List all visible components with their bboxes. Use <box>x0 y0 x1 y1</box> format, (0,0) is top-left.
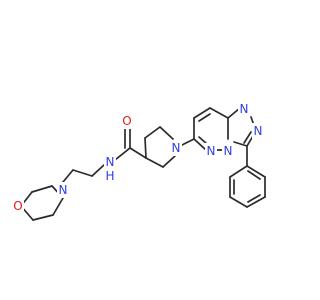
bond-piperidine-c6-c5 <box>145 157 164 168</box>
bond-pyridazine-n-c6-b <box>198 136 208 145</box>
bond-linker-n-c1 <box>62 169 74 183</box>
morpholine-nitrogen-label: N <box>59 183 68 197</box>
molecule-structure-svg: O N N H O N N N N N <box>12 101 266 221</box>
bond-pyridazine-n-c6-a <box>193 138 207 151</box>
bond-phenyl-1-2 <box>229 165 248 178</box>
amide-nitrogen-label: N <box>106 155 115 169</box>
molecule-structure-canvas: O N N H O N N N N N <box>12 101 266 221</box>
bond-layer <box>20 107 266 221</box>
bond-triazole-n2-c3-b <box>243 131 252 144</box>
bond-pyridazine-c4-c3 <box>209 107 229 119</box>
triazole-nitrogen-1-label: N <box>240 102 249 116</box>
morpholine-oxygen-label: O <box>13 199 22 213</box>
bond-phenyl-6-1 <box>246 165 266 178</box>
amide-oxygen-label: O <box>122 114 131 128</box>
bond-pyridazine-c5-c4-b <box>198 113 211 122</box>
piperidine-nitrogen-label: N <box>172 141 181 155</box>
bond-linker-c2-nh <box>91 164 105 177</box>
amide-hydrogen-label: H <box>105 169 114 183</box>
pyridazine-nitrogen-1-label: N <box>207 144 216 158</box>
bond-phenyl-3-4 <box>229 196 248 208</box>
triazole-nitrogen-2-label: N <box>254 124 263 138</box>
bond-pyridazine-c5-c4-a <box>193 107 211 119</box>
pyridazine-nitrogen-2-label: N <box>224 144 233 158</box>
bond-piperidine-n-c6 <box>162 155 176 168</box>
atom-label-layer: O N N H O N N N N N <box>12 101 264 214</box>
bond-morpholine-n-c3 <box>52 197 64 216</box>
bond-piperidine-c3-c2 <box>144 126 161 139</box>
bond-phenyl-inner-2 <box>247 194 261 203</box>
bond-nh-carbonyl-c <box>114 147 131 161</box>
bond-piperidine-n-pyridazine <box>179 138 195 147</box>
bond-linker-c1-c2 <box>72 169 93 177</box>
bond-piperidine-c4-c3 <box>144 137 147 159</box>
bond-morpholine-c3-c4 <box>32 214 54 221</box>
bond-phenyl-4-5 <box>246 196 266 208</box>
bond-phenyl-inner-3 <box>247 170 261 180</box>
bond-piperidine-c2-n <box>159 126 174 140</box>
bond-morpholine-c1-c2 <box>31 185 53 193</box>
bond-triazole-c3-n4 <box>233 141 248 147</box>
bond-carbonyl-c-piperidine <box>129 147 147 159</box>
